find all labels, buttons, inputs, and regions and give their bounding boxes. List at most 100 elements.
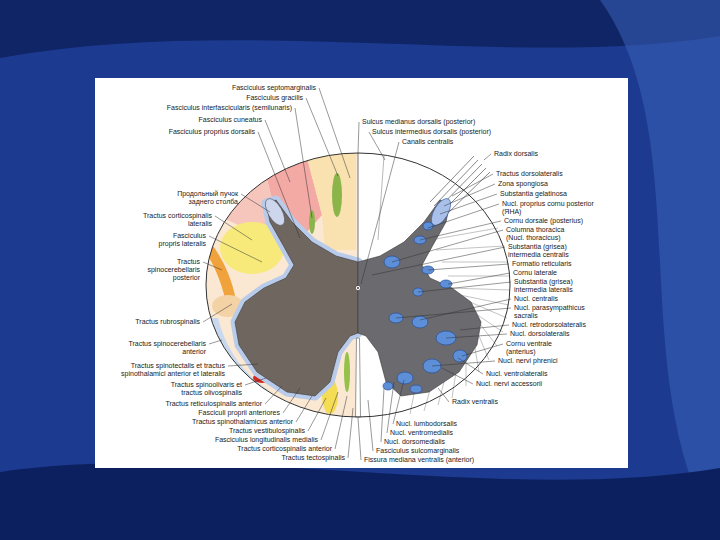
leader-line (241, 194, 270, 212)
leader-line (418, 282, 511, 292)
leader-line (203, 304, 232, 322)
cord (200, 150, 510, 420)
anatomy-label: Tractus reticulospinalis anterior (165, 400, 262, 408)
anatomy-label: Fissura mediana ventralis (anterior) (364, 456, 474, 464)
bottom-wave (0, 463, 720, 540)
leader-line (369, 132, 385, 160)
leader-line (438, 388, 449, 402)
anatomy-label: Sulcus intermedius dorsalis (posterior) (372, 128, 491, 136)
anatomy-label: Substantia (grisea) intermedia lateralis (514, 278, 588, 294)
leader-line (283, 388, 300, 413)
leader-line (335, 396, 347, 449)
anatomy-label: Tractus spinoolivaris et tractus olivosp… (150, 381, 242, 397)
anatomy-label: Nucl. ventrolateralis (486, 370, 547, 378)
anatomy-label: Tractus spinocerebellaris posterior (138, 258, 200, 282)
anatomy-label: Nucl. retrodorsolateralis (512, 321, 586, 329)
anatomy-label: Tractus corticospinalis anterior (237, 445, 332, 453)
fibre (479, 336, 489, 360)
green-tract (344, 352, 350, 392)
leader-line (462, 344, 503, 356)
anatomy-label: Продольный пучок заднего столба (174, 190, 238, 206)
leader-line (396, 308, 511, 318)
anatomy-label: Tractus tectospinalis (281, 454, 345, 462)
leader-line (381, 388, 384, 442)
gracilis-area (305, 150, 356, 250)
leader-line (440, 194, 497, 214)
anatomy-label: Fasciculus sulcomarginalis (376, 447, 459, 455)
leader-line (420, 221, 501, 240)
fibre (450, 288, 510, 290)
anatomy-label: Tractus corticospinalis lateralis (128, 212, 212, 228)
fibre (448, 276, 510, 277)
leader-line (203, 262, 222, 270)
anatomy-label: Fasciculi proprii anteriores (198, 409, 280, 417)
anatomy-label: Cornu dorsale (posterius) (504, 217, 583, 225)
anatomy-label: Tractus rubrospinalis (135, 318, 200, 326)
fibre (410, 394, 414, 414)
green-tract (332, 173, 342, 217)
leader-line (245, 378, 266, 385)
leader-line (295, 108, 312, 218)
leader-line (228, 364, 258, 366)
white-panel (95, 78, 628, 468)
nucleus (412, 316, 428, 328)
anatomy-label: Fasciculus gracilis (246, 94, 303, 102)
fibre (466, 360, 467, 386)
leader-line (392, 230, 503, 262)
anatomy-label: Substantia gelatinosa (500, 190, 567, 198)
anatomy-label: Cornu laterale (513, 269, 557, 277)
leader-line (319, 88, 350, 178)
ventral-fissure (356, 338, 361, 417)
leader-line (265, 386, 282, 404)
anatomy-label: Nucl. lumbodorsalis (396, 420, 457, 428)
leader-line (296, 396, 312, 422)
leader-line (458, 358, 483, 374)
anatomy-label: Cornu ventrale (anterius) (506, 340, 566, 356)
anatomy-label: Nucl. proprius cornu posterior (ЯНА) (502, 200, 602, 216)
leader-line (209, 236, 262, 262)
central-canal (355, 285, 360, 290)
anatomy-label: Nucl. dorsolateralis (510, 330, 570, 338)
anatomy-label: Columna thoracica (Nucl. thoracicus) (506, 226, 576, 242)
anatomy-label: Radix ventralis (452, 398, 498, 406)
anatomy-label: Nucl. dorsomedialis (384, 438, 445, 446)
fibre (442, 262, 508, 263)
leader-line (321, 392, 338, 440)
leader-line (428, 264, 509, 270)
leader-line (361, 142, 399, 284)
leader-line (428, 204, 499, 228)
anatomy-label: Fasciculus propris lateralis (154, 232, 206, 248)
anatomy-label: Substantia (grisea) intermedia centralis (508, 243, 582, 259)
grey-matter (358, 200, 481, 396)
substantia-gelatinosa (261, 196, 288, 229)
anatomy-label: Tractus spinotectalis et tractus spinoth… (105, 362, 225, 378)
nuclei (383, 222, 467, 393)
leader-line (358, 122, 359, 153)
leader-line (215, 216, 252, 240)
green-tract (309, 210, 315, 234)
leader-line (348, 408, 353, 458)
dorsal-median-septum (358, 153, 359, 262)
leader-line (446, 334, 507, 338)
leader-line (420, 299, 511, 320)
nucleus (423, 222, 433, 230)
nucleus (453, 350, 467, 362)
fibre (424, 390, 430, 411)
leader-line (308, 398, 326, 431)
leader-line (306, 98, 338, 176)
anatomy-label: Tractus spinothalamicus anterior (192, 418, 293, 426)
anatomy-label: Tractus spinocerebellaris anterior (114, 340, 206, 356)
anatomy-label: Tractus vestibulospinalis (229, 427, 305, 435)
leader-line (444, 184, 495, 206)
anatomy-label: Fasciculus septomarginalis (232, 84, 316, 92)
intermediate-septum (378, 156, 384, 240)
anatomy-label: Fasciculus cuneatus (199, 116, 262, 124)
anatomy-label: Fasciculus proprius dorsalis (169, 128, 255, 136)
leader-line (209, 340, 222, 344)
anatomy-label: Nucl. ventromedialis (390, 429, 453, 437)
anatomy-label: Nucl. nervi phrenici (498, 357, 558, 365)
spinocerebellar-posterior (204, 236, 236, 302)
